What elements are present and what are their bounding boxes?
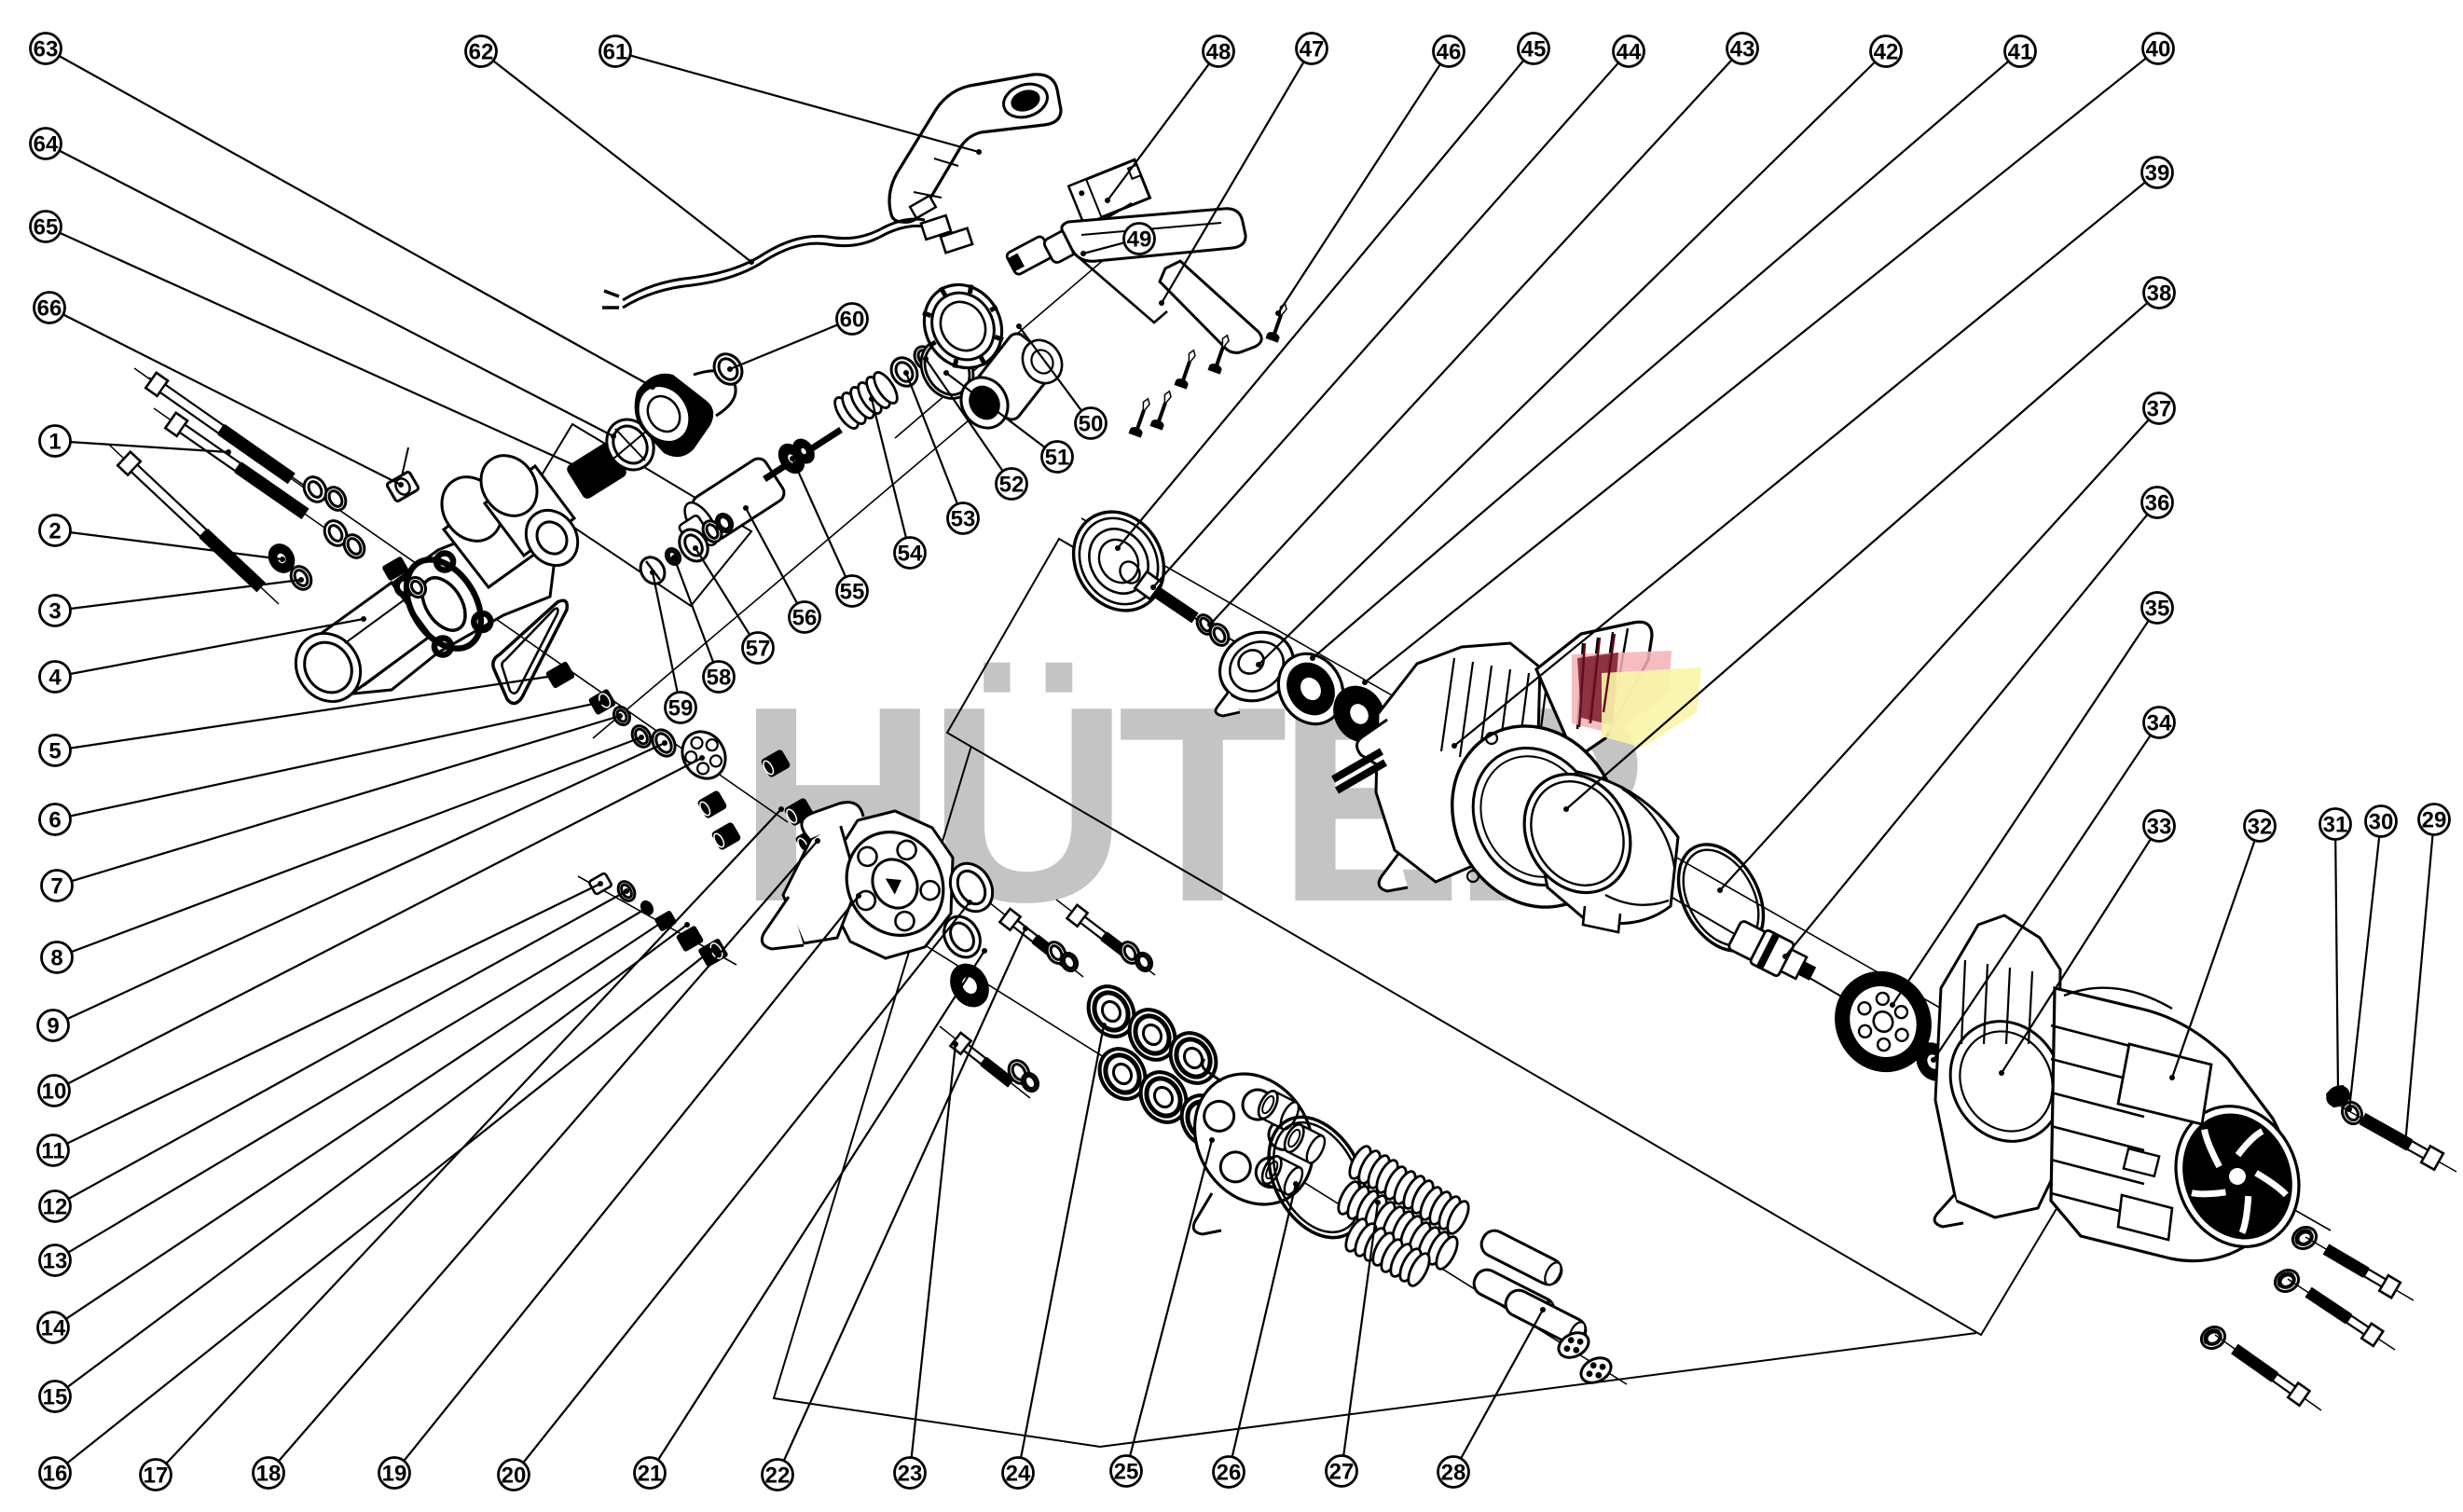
svg-text:41: 41 [2008, 40, 2033, 65]
svg-text:63: 63 [34, 37, 59, 62]
svg-text:27: 27 [1329, 1460, 1355, 1485]
svg-text:22: 22 [765, 1464, 791, 1489]
svg-text:57: 57 [746, 637, 771, 662]
svg-text:26: 26 [1217, 1461, 1242, 1486]
svg-text:51: 51 [1045, 446, 1070, 471]
svg-text:50: 50 [1079, 412, 1104, 437]
svg-text:47: 47 [1300, 37, 1325, 62]
svg-text:62: 62 [469, 40, 494, 65]
svg-text:17: 17 [144, 1464, 169, 1489]
svg-text:55: 55 [840, 580, 865, 605]
svg-text:38: 38 [2147, 282, 2172, 307]
svg-text:53: 53 [951, 507, 976, 532]
svg-text:7: 7 [50, 874, 62, 900]
svg-text:3: 3 [48, 599, 61, 625]
svg-text:33: 33 [2147, 815, 2172, 840]
svg-text:2: 2 [48, 519, 61, 544]
svg-text:11: 11 [41, 1139, 64, 1164]
svg-text:59: 59 [668, 696, 694, 722]
svg-text:65: 65 [34, 215, 59, 241]
svg-text:34: 34 [2147, 711, 2172, 736]
svg-text:4: 4 [48, 666, 62, 691]
svg-text:36: 36 [2145, 491, 2170, 516]
svg-text:14: 14 [41, 1316, 66, 1341]
svg-text:18: 18 [256, 1462, 282, 1487]
svg-text:58: 58 [707, 666, 732, 691]
svg-text:48: 48 [1206, 40, 1232, 65]
svg-text:29: 29 [2422, 808, 2447, 833]
svg-text:61: 61 [603, 40, 628, 65]
svg-text:20: 20 [502, 1464, 527, 1489]
svg-text:64: 64 [34, 132, 59, 158]
svg-text:52: 52 [999, 473, 1025, 498]
svg-text:66: 66 [37, 296, 62, 322]
svg-text:19: 19 [382, 1462, 407, 1487]
svg-text:12: 12 [43, 1195, 68, 1220]
svg-text:1: 1 [48, 430, 61, 455]
svg-text:46: 46 [1437, 40, 1462, 65]
svg-text:40: 40 [2146, 37, 2171, 62]
svg-text:54: 54 [898, 542, 923, 567]
svg-text:16: 16 [43, 1462, 68, 1487]
svg-text:44: 44 [1617, 40, 1642, 65]
svg-text:10: 10 [42, 1079, 67, 1105]
svg-text:30: 30 [2369, 810, 2394, 835]
svg-text:43: 43 [1730, 37, 1755, 62]
svg-text:13: 13 [43, 1249, 68, 1274]
svg-text:49: 49 [1127, 227, 1152, 253]
svg-text:39: 39 [2145, 161, 2170, 186]
svg-text:28: 28 [1441, 1461, 1466, 1486]
svg-text:21: 21 [638, 1462, 663, 1487]
svg-text:9: 9 [47, 1014, 59, 1039]
svg-text:8: 8 [50, 946, 62, 971]
svg-text:31: 31 [2323, 813, 2348, 838]
svg-text:5: 5 [48, 739, 61, 764]
svg-text:15: 15 [43, 1385, 68, 1410]
svg-text:56: 56 [792, 606, 818, 631]
svg-text:25: 25 [1114, 1460, 1139, 1485]
svg-text:23: 23 [898, 1462, 923, 1487]
svg-text:37: 37 [2147, 397, 2172, 422]
svg-text:45: 45 [1521, 37, 1547, 62]
svg-text:6: 6 [48, 808, 61, 833]
svg-text:35: 35 [2145, 597, 2170, 622]
svg-text:24: 24 [1006, 1462, 1031, 1487]
svg-text:32: 32 [2248, 815, 2273, 840]
svg-text:60: 60 [840, 308, 865, 333]
svg-text:42: 42 [1874, 40, 1899, 65]
